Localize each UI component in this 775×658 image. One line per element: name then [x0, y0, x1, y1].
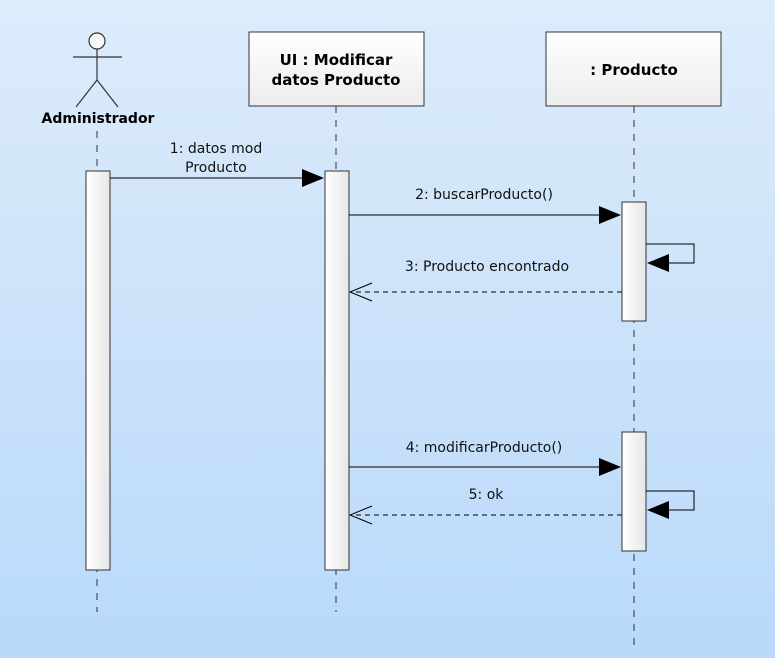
activation-bar-administrador	[85, 170, 111, 571]
message-label: 5: ok	[469, 487, 505, 503]
message-3[interactable]: 3: Producto encontrado	[348, 259, 622, 302]
activation-bar-ui	[324, 170, 350, 571]
message-label: 4: modificarProducto()	[406, 440, 563, 456]
arrowhead-icon	[599, 206, 621, 224]
lifeline-label-line1: UI : Modificar	[280, 51, 393, 69]
lifeline-lines	[96, 106, 635, 648]
activation-bar-producto-1	[621, 201, 647, 322]
lifeline-header-ui-modificar[interactable]: UI : Modificar datos Producto	[248, 31, 425, 107]
message-label-line2: Producto	[185, 160, 247, 176]
lifeline-header-producto[interactable]: : Producto	[545, 31, 722, 107]
actor-administrador[interactable]: Administrador	[42, 32, 155, 127]
open-arrowhead-icon	[348, 282, 373, 302]
activation-bar-producto-2	[621, 431, 647, 552]
actor-label: Administrador	[42, 111, 155, 127]
message-label-line1: 1: datos mod	[170, 141, 262, 157]
self-message-2[interactable]	[646, 490, 695, 519]
message-1[interactable]: 1: datos mod Producto	[110, 141, 324, 187]
arrowhead-icon	[302, 169, 324, 187]
message-4[interactable]: 4: modificarProducto()	[349, 440, 621, 476]
stick-figure-icon	[73, 32, 122, 108]
lifeline-label: : Producto	[590, 61, 678, 79]
open-arrowhead-icon	[348, 505, 373, 525]
message-2[interactable]: 2: buscarProducto()	[349, 187, 621, 224]
arrowhead-icon	[647, 254, 669, 272]
lifeline-label-line2: datos Producto	[272, 71, 401, 89]
arrowhead-icon	[599, 458, 621, 476]
arrowhead-icon	[647, 501, 669, 519]
message-label: 2: buscarProducto()	[415, 187, 553, 203]
message-label: 3: Producto encontrado	[405, 259, 569, 275]
self-message-1[interactable]	[646, 243, 695, 272]
message-5[interactable]: 5: ok	[348, 487, 622, 525]
